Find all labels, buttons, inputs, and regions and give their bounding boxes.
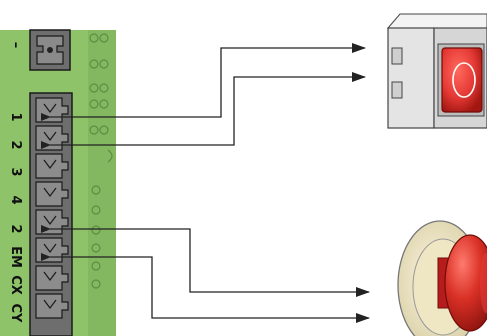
pin-label: 2 xyxy=(8,140,23,149)
pin-label: CX xyxy=(8,275,23,295)
terminal-minus xyxy=(29,29,71,71)
pin-label: 4 xyxy=(8,195,23,204)
pin-label: EM xyxy=(8,246,23,268)
pin-label: – xyxy=(8,42,23,49)
emergency-stop-device xyxy=(397,220,487,336)
estop-mushroom xyxy=(444,234,487,332)
board-strip xyxy=(88,30,116,336)
wires xyxy=(41,43,370,323)
pin-label: 3 xyxy=(8,167,23,176)
wire-em-estop xyxy=(41,253,370,323)
push-button-device xyxy=(386,13,487,129)
pin-label: 1 xyxy=(8,112,23,121)
terminal-slot xyxy=(35,181,69,207)
pin-labels: – 1 2 3 4 2EM CX CY xyxy=(8,42,23,323)
terminal-block: – 1 2 3 4 2EM CX CY xyxy=(0,29,116,336)
push-button-cap xyxy=(441,47,483,113)
wire-pin2-pushbutton xyxy=(41,72,366,149)
pin-label: CY xyxy=(8,304,23,324)
pin-label: 2 xyxy=(8,224,23,233)
terminal-slot xyxy=(35,153,69,179)
